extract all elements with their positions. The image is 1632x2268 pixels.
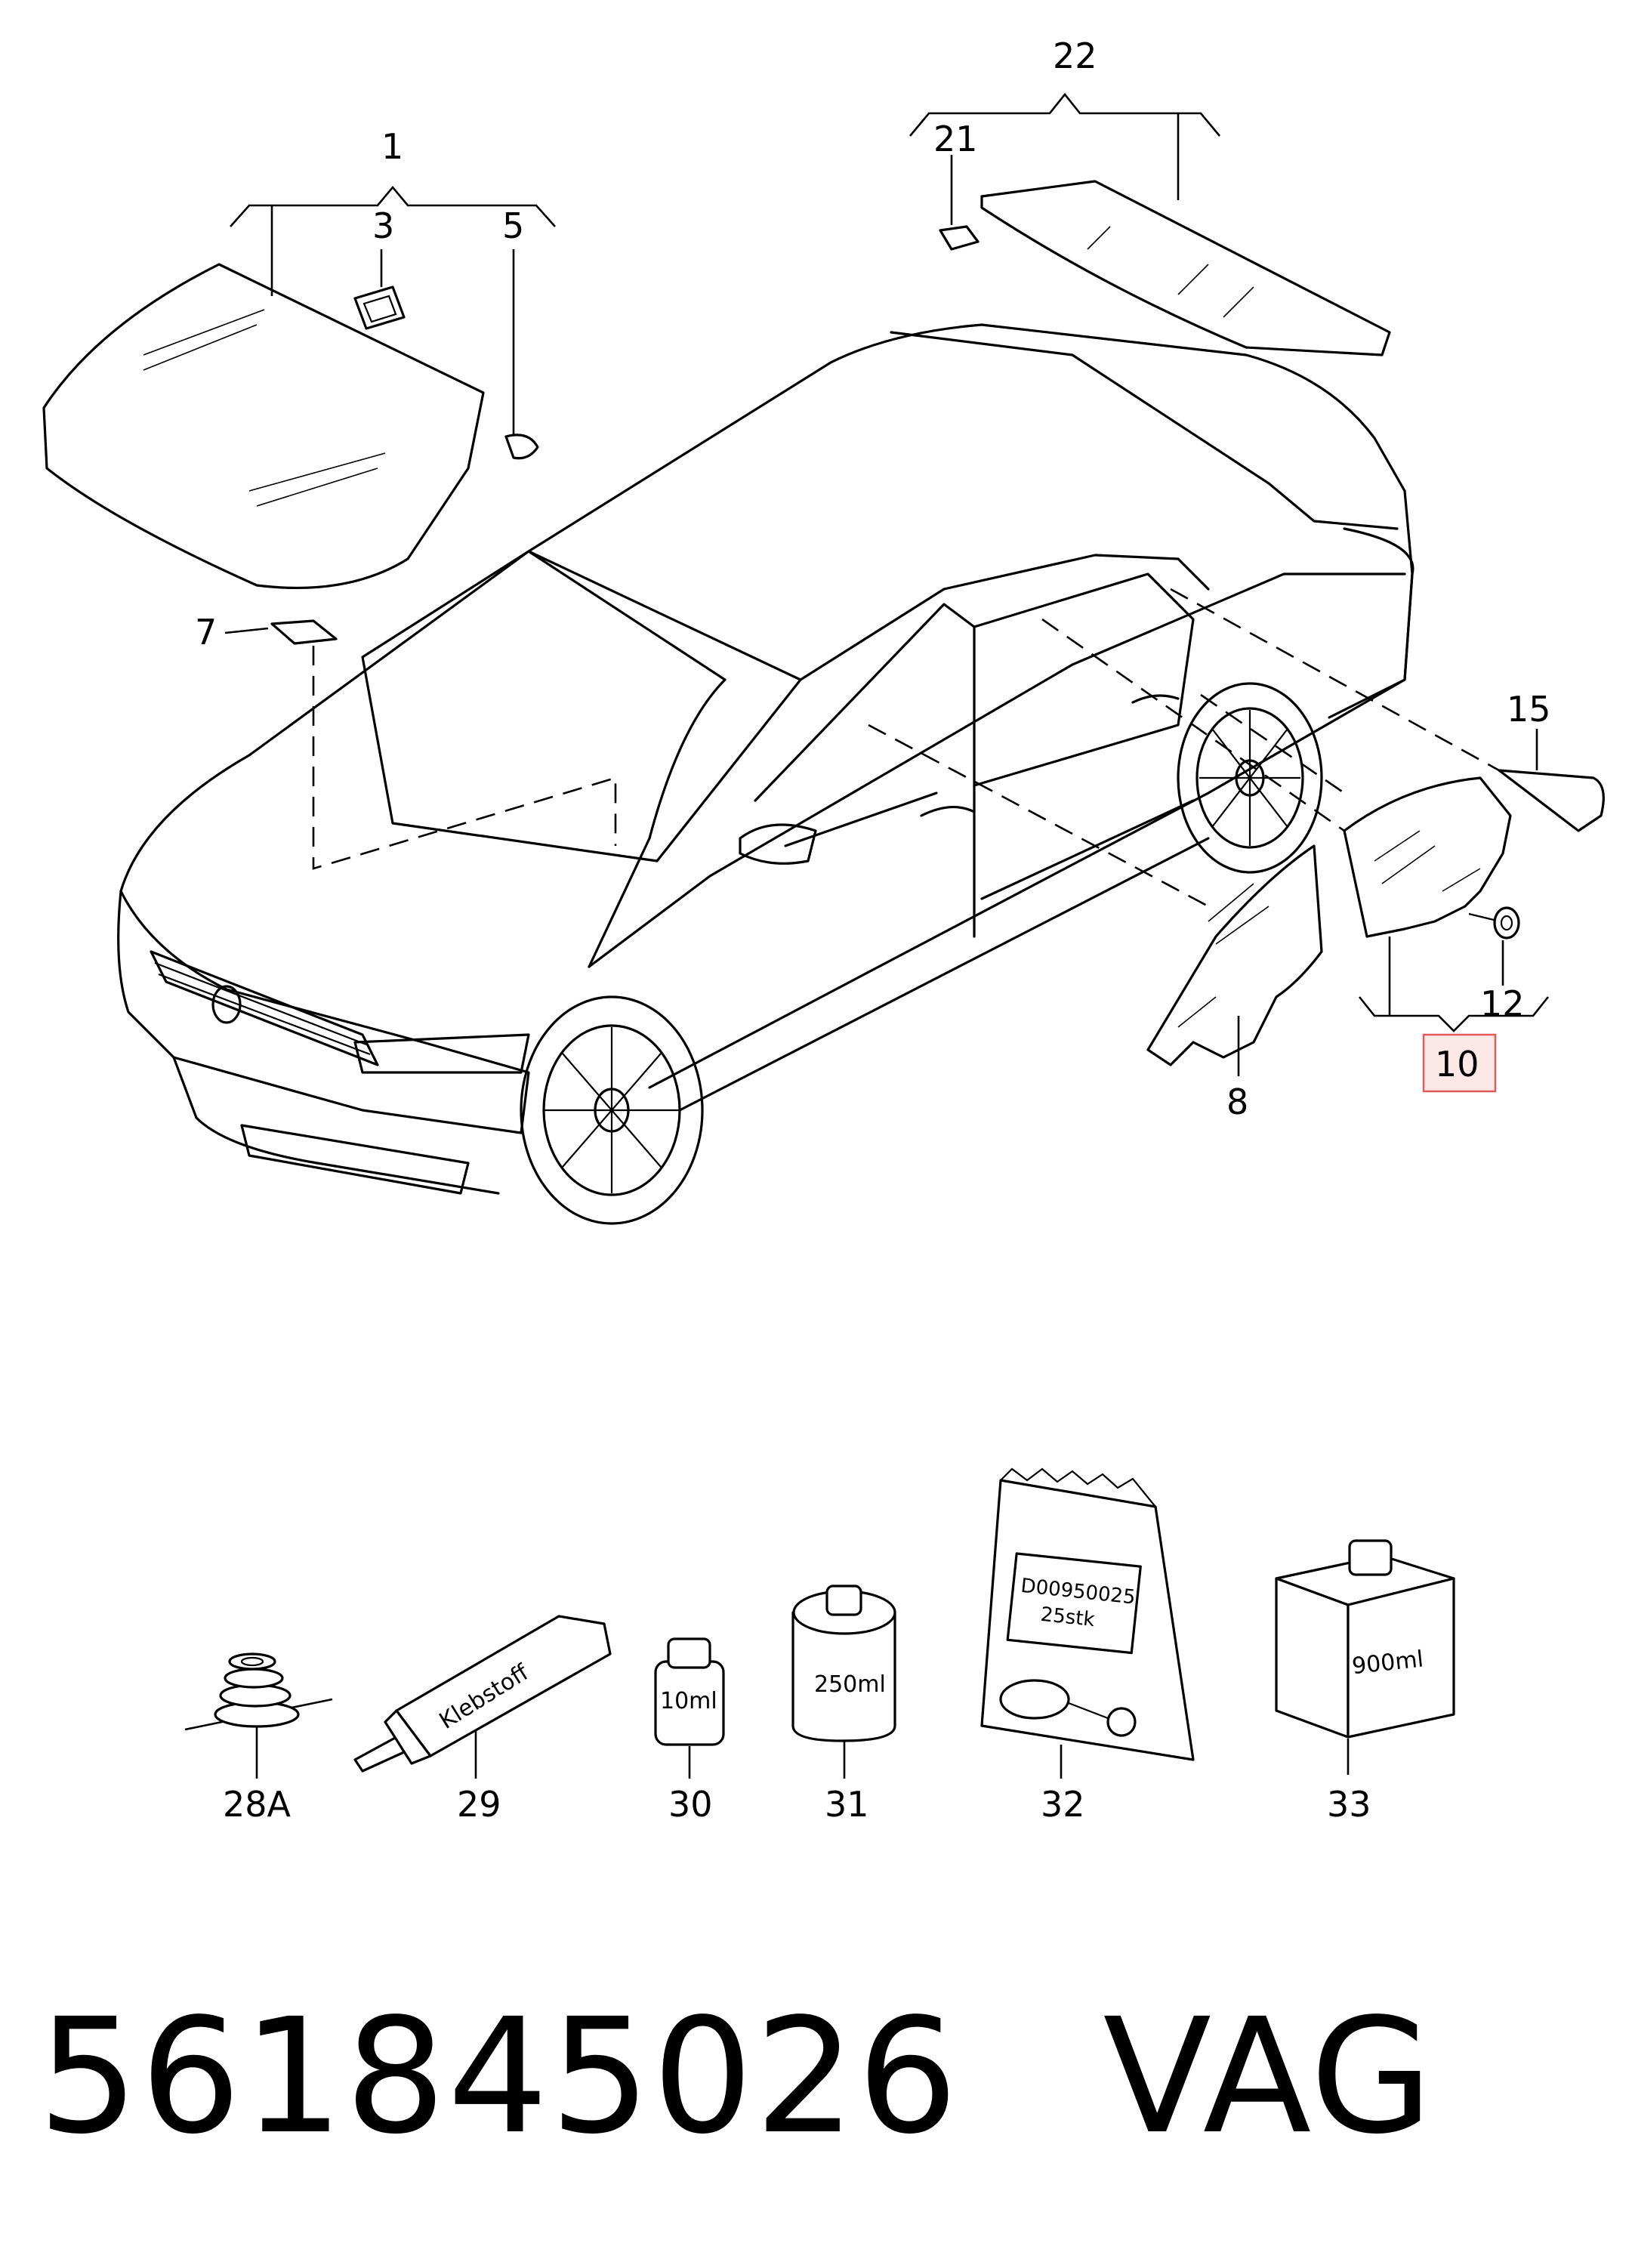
vial-label: 10ml (660, 1688, 717, 1714)
part-number: 561845026 (38, 1984, 960, 2169)
can-250ml: 250ml (791, 1585, 896, 1779)
clip-5 (504, 434, 539, 460)
bag-clips: D00950025 25stk (980, 1467, 1195, 1779)
callout-15: 15 (1507, 689, 1551, 730)
callout-22: 22 (1053, 35, 1097, 76)
front-wheel (520, 995, 704, 1225)
callout-28a: 28A (223, 1784, 292, 1825)
callout-30: 30 (668, 1784, 713, 1825)
callout-5: 5 (502, 205, 524, 246)
adhesive-tube: Klebstoff (353, 1615, 612, 1779)
windshield (42, 263, 485, 589)
callout-21: 21 (933, 119, 978, 159)
callout-31: 31 (825, 1784, 869, 1825)
callout-1: 1 (381, 126, 403, 167)
leader-lines (224, 92, 1550, 1076)
vial-10ml: 10ml (654, 1637, 725, 1779)
door-glass-10 (1343, 776, 1512, 938)
footer: 561845026 VAG (38, 1994, 1434, 2160)
mirror-mount-7 (270, 619, 338, 645)
callout-3: 3 (372, 205, 394, 246)
door-glass-8 (1146, 844, 1323, 1066)
rear-window (980, 180, 1391, 356)
bottle-900ml: 900ml (1275, 1539, 1455, 1775)
callout-10: 10 (1435, 1044, 1479, 1085)
can-label: 250ml (814, 1671, 886, 1698)
bag-label-line2: 25stk (1039, 1603, 1096, 1631)
callout-33: 33 (1327, 1784, 1371, 1825)
callout-7: 7 (195, 612, 217, 653)
rear-wheel (1177, 682, 1323, 874)
callout-29: 29 (457, 1784, 501, 1825)
grommet-12 (1468, 906, 1520, 940)
brand-name: VAG (1103, 1984, 1435, 2169)
clip-21 (939, 225, 980, 251)
grommet-28a (184, 1652, 333, 1779)
callout-8: 8 (1226, 1082, 1248, 1122)
rain-sensor (353, 285, 406, 330)
callout-labels: 1 3 5 7 22 21 15 12 8 10 28A 29 30 31 32… (195, 35, 1551, 1825)
highlight-box-10 (1422, 1033, 1497, 1093)
quarter-glass-15 (1498, 769, 1605, 832)
car-body (117, 323, 1415, 1225)
callout-12: 12 (1480, 983, 1525, 1024)
callout-32: 32 (1041, 1784, 1085, 1825)
